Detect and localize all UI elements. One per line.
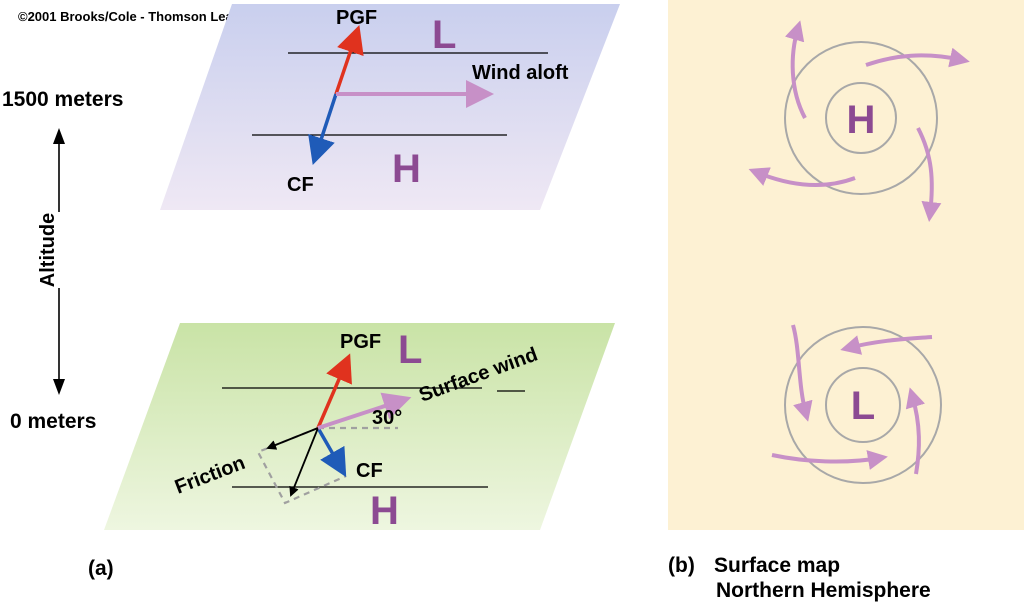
upper-high-letter: H: [392, 147, 421, 191]
upper-plane: [160, 4, 620, 210]
lower-pgf-arrow: [316, 353, 352, 429]
caption-b-line2: Northern Hemisphere: [716, 579, 931, 602]
lower-friction-arrow: [266, 427, 319, 450]
high-pressure-system: H: [748, 20, 970, 222]
lower-resultant-arrow: [289, 427, 319, 497]
high-outer-isobar: [784, 41, 938, 195]
lower-high-letter: H: [370, 489, 399, 533]
upper-pgf-label: PGF: [336, 7, 377, 29]
low-inner-isobar: [825, 367, 901, 443]
low-wind-arrow-ne: [840, 335, 933, 355]
high-wind-arrow-sw: [748, 167, 856, 188]
copyright-text: ©2001 Brooks/Cole - Thomson Learning: [18, 9, 265, 24]
altitude-arrow-down: [53, 379, 65, 395]
lower-cf-arrow: [316, 427, 347, 478]
lower-wind-arrow: [317, 392, 412, 430]
altitude-label-bg: [38, 212, 60, 288]
low-pressure-system: L: [771, 324, 942, 484]
high-wind-arrow-se: [916, 127, 942, 222]
upper-cf-arrow: [308, 93, 338, 165]
upper-pgf-arrow: [334, 25, 364, 95]
high-wind-arrow-ne: [865, 47, 970, 68]
low-wind-arrow-nw: [791, 324, 813, 422]
altitude-arrow-up: [53, 128, 65, 144]
altitude-bottom-label: 0 meters: [10, 410, 96, 433]
high-inner-isobar: [825, 82, 897, 154]
lower-pgf-label: PGF: [340, 331, 381, 353]
altitude-axis-label: Altitude: [37, 213, 59, 287]
low-wind-arrow-sw: [771, 450, 888, 470]
low-outer-isobar: [784, 326, 942, 484]
altitude-top-label: 1500 meters: [2, 88, 123, 111]
upper-wind-label: Wind aloft: [472, 62, 569, 84]
high-wind-arrow-nw: [785, 20, 807, 119]
caption-b-line1: Surface map: [714, 554, 840, 577]
lower-cf-label: CF: [356, 460, 383, 482]
lower-plane: [104, 323, 615, 530]
low-wind-arrow-se: [905, 387, 926, 475]
low-center-letter: L: [851, 384, 875, 428]
surface-map-panel: [668, 0, 1024, 530]
high-center-letter: H: [847, 98, 876, 142]
lower-low-letter: L: [398, 328, 422, 372]
caption-b-letter: (b): [668, 554, 695, 577]
lower-force-parallelogram: [256, 426, 347, 505]
caption-a: (a): [88, 557, 114, 580]
upper-low-letter: L: [432, 13, 456, 57]
upper-cf-label: CF: [287, 174, 314, 196]
lower-angle-label: 30°: [372, 407, 402, 429]
